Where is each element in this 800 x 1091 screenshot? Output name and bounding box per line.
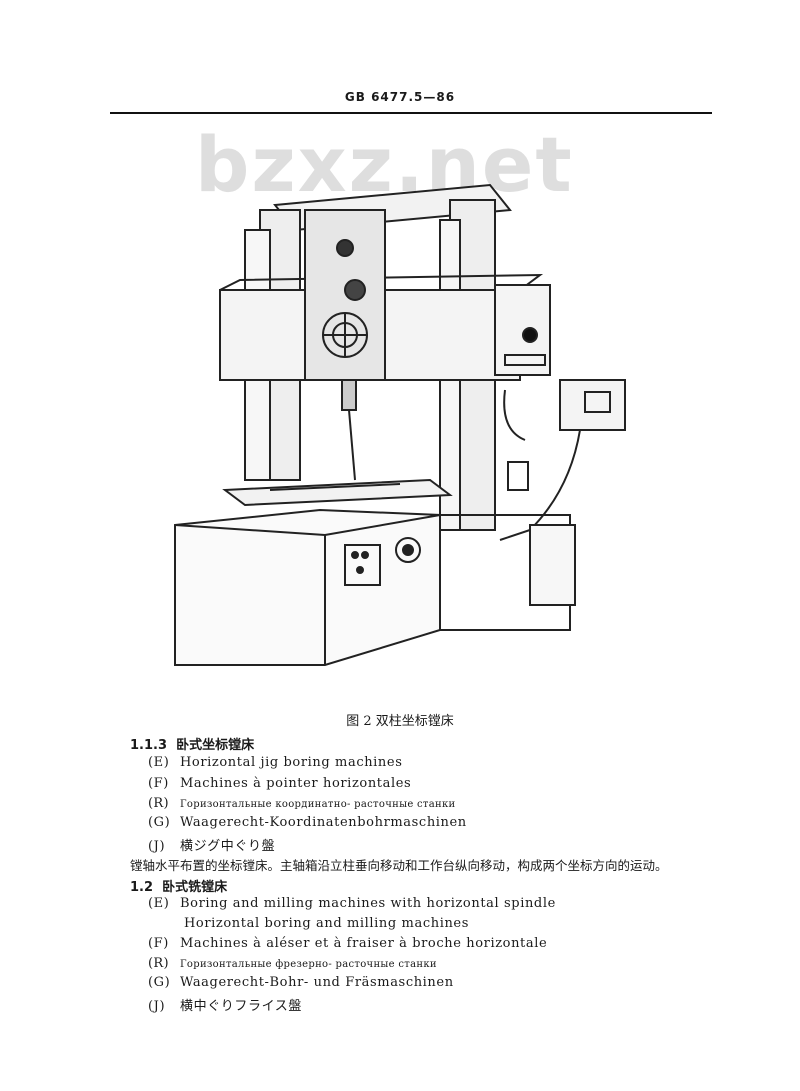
term-text: Waagerecht-Bohr- und Fräsmaschinen	[180, 975, 454, 990]
term-french: (F) Machines à aléser et à fraiser à broc…	[148, 936, 547, 951]
language-code: (J)	[148, 839, 166, 854]
language-code: (G)	[148, 975, 171, 990]
term-text: Горизонтальные фрезерно- расточные станк…	[180, 959, 437, 970]
term-text: Горизонтальные координатно- расточные ст…	[180, 799, 456, 810]
language-code: (F)	[148, 936, 169, 951]
language-code: (R)	[148, 956, 169, 971]
term-japanese: (J) 横中ぐりフライス盤	[148, 995, 302, 1014]
term-russian: (R) Горизонтальные фрезерно- расточные ст…	[148, 956, 437, 971]
term-english: (E) Boring and milling machines with hori…	[148, 896, 556, 911]
section-title: 卧式坐标镗床	[176, 738, 255, 753]
term-russian: (R) Горизонтальные координатно- расточные…	[148, 796, 456, 811]
section-heading-1-2: 1.2 卧式铣镗床	[130, 876, 227, 895]
section-heading-1-1-3: 1.1.3 卧式坐标镗床	[130, 734, 254, 753]
language-code: (R)	[148, 796, 169, 811]
term-japanese: (J) 横ジグ中ぐり盤	[148, 835, 275, 854]
term-text: Waagerecht-Koordinatenbohrmaschinen	[180, 815, 467, 830]
language-code: (E)	[148, 755, 170, 770]
language-code: (J)	[148, 999, 166, 1014]
section-description: 镗轴水平布置的坐标镗床。主轴箱沿立柱垂向移动和工作台纵向移动，构成两个坐标方向的…	[130, 858, 668, 873]
term-french: (F) Machines à pointer horizontales	[148, 776, 411, 791]
section-title: 卧式铣镗床	[162, 880, 228, 895]
term-text: Horizontal jig boring machines	[180, 755, 403, 770]
language-code: (F)	[148, 776, 169, 791]
term-text: Boring and milling machines with horizon…	[180, 896, 556, 911]
language-code: (E)	[148, 896, 170, 911]
figure-caption: 图 2 双柱坐标镗床	[346, 714, 454, 729]
language-code: (G)	[148, 815, 171, 830]
term-text: 横中ぐりフライス盤	[180, 999, 303, 1014]
term-english-alt: Horizontal boring and milling machines	[184, 916, 469, 931]
term-text: 横ジグ中ぐり盤	[180, 839, 276, 854]
header-rule	[110, 112, 712, 114]
standard-number: GB 6477.5—86	[344, 90, 456, 104]
section-number: 1.1.3	[130, 738, 168, 753]
term-text: Machines à pointer horizontales	[180, 776, 412, 791]
term-english: (E) Horizontal jig boring machines	[148, 755, 402, 770]
machine-illustration	[174, 183, 626, 666]
term-german: (G) Waagerecht-Koordinatenbohrmaschinen	[148, 815, 467, 830]
term-german: (G) Waagerecht-Bohr- und Fräsmaschinen	[148, 975, 454, 990]
term-text: Machines à aléser et à fraiser à broche …	[180, 936, 548, 951]
section-number: 1.2	[130, 880, 154, 895]
